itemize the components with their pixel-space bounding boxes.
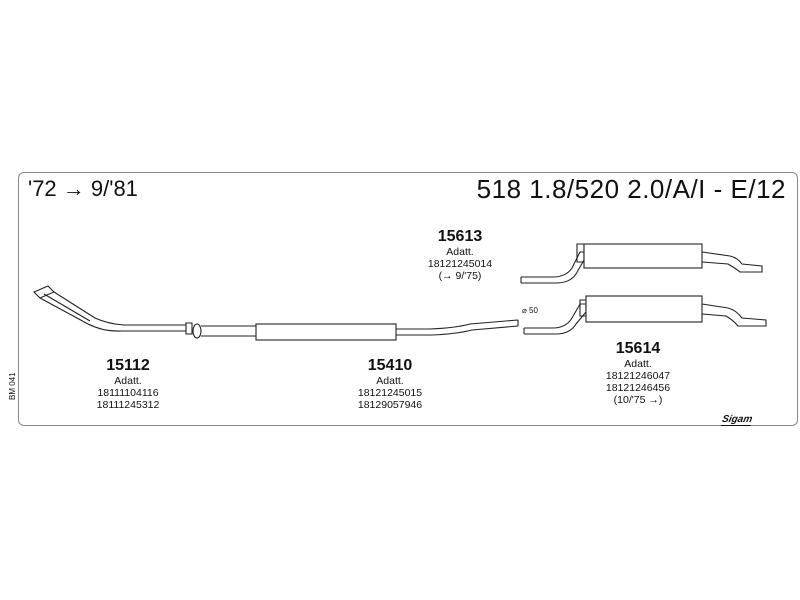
date-range: '72 → 9/'81	[28, 176, 138, 201]
pipe-clamp	[192, 323, 256, 339]
part-15613: 15613 Adatt. 18121245014 (→ 9/'75)	[420, 228, 500, 282]
part-15112: 15112 Adatt. 18111104116 18111245312	[80, 357, 176, 411]
middle-silencer-15410	[255, 319, 519, 341]
part-line: 18121245014	[427, 258, 493, 270]
rear-silencer-15614	[523, 295, 767, 335]
part-15410: 15410 Adatt. 18121245015 18129057946	[342, 357, 438, 411]
part-line: 18111104116	[97, 387, 159, 399]
part-number: 15614	[615, 340, 661, 357]
part-line: (10/'75 →)	[613, 394, 663, 406]
front-pipe-15112	[33, 285, 193, 335]
part-number: 15613	[437, 228, 483, 245]
part-15614: 15614 Adatt. 18121246047 18121246456 (10…	[590, 340, 686, 406]
part-line: Adatt.	[446, 246, 474, 258]
part-line: 18121246456	[605, 382, 671, 394]
part-line: 18121245015	[357, 387, 423, 399]
part-number: 15410	[367, 357, 413, 374]
part-line: 18129057946	[357, 399, 423, 411]
diameter-mark: ⌀ 50	[522, 306, 538, 315]
part-line: (→ 9/'75)	[438, 270, 482, 282]
part-line: 18121246047	[605, 370, 671, 382]
part-line: Adatt.	[376, 375, 404, 387]
model-title: 518 1.8/520 2.0/A/I - E/12	[476, 174, 786, 204]
part-number: 15112	[106, 357, 150, 374]
part-line: Adatt.	[624, 358, 652, 370]
part-line: 18111245312	[96, 399, 160, 411]
rear-silencer-15613	[520, 243, 763, 284]
diagram-frame	[18, 172, 798, 426]
part-line: Adatt.	[114, 375, 142, 387]
